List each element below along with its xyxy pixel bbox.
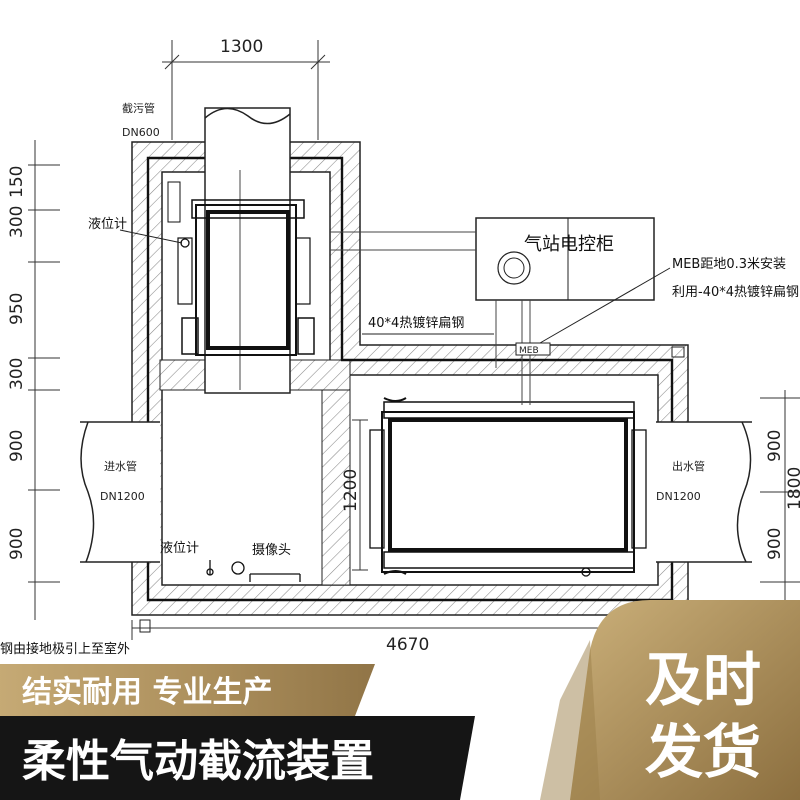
level-gauge-1-label: 液位计 — [88, 217, 127, 232]
dim-left-5: 900 — [7, 430, 27, 462]
banner-delivery-line-2: 发货 — [645, 718, 761, 786]
cabinet-label: 气站电控柜 — [524, 234, 614, 255]
inlet-pipe-size: DN1200 — [100, 490, 145, 503]
banner-tagline: 结实耐用 专业生产 — [22, 675, 272, 710]
camera-icon — [231, 561, 301, 582]
meb-note-2: 利用-40*4热镀锌扁钢 — [672, 284, 799, 300]
control-cabinet — [475, 217, 655, 301]
left-dimension-chain — [28, 140, 60, 620]
meb-note-1: MEB距地0.3米安装 — [672, 257, 786, 272]
inlet-pipe — [80, 421, 160, 563]
dim-center-label: 1200 — [341, 469, 361, 512]
dim-right-1: 900 — [765, 430, 785, 462]
top-dimension — [162, 40, 330, 140]
sewage-pipe-size: DN600 — [122, 126, 160, 139]
outlet-pipe — [656, 421, 752, 563]
dim-right-2: 1800 — [785, 467, 800, 510]
level-gauge-2 — [206, 560, 214, 576]
lower-gate-device — [369, 397, 647, 577]
dim-right-3: 900 — [765, 528, 785, 560]
dim-left-1: 300 — [7, 206, 27, 238]
inlet-pipe-label: 进水管 — [104, 459, 137, 473]
dim-left-2: 150 — [7, 166, 27, 198]
center-dimension — [352, 419, 368, 571]
dim-top-label: 1300 — [220, 37, 263, 57]
outlet-pipe-size: DN1200 — [656, 490, 701, 503]
dim-left-3: 950 — [7, 293, 27, 325]
bottom-left-note: 钢由接地极引上至室外 — [0, 641, 130, 657]
promo-banner — [0, 600, 800, 800]
meb-box-label: MEB — [519, 346, 539, 356]
right-dimension-chain — [760, 390, 800, 600]
banner-product-name: 柔性气动截流装置 — [22, 736, 374, 787]
banner-delivery-line-1: 及时 — [645, 646, 761, 714]
leader-level-gauge-1 — [119, 229, 183, 244]
level-gauge-2-label: 液位计 — [160, 541, 199, 556]
meb-box — [515, 342, 551, 356]
dim-left-4: 300 — [7, 358, 27, 390]
dim-bottom-label: 4670 — [386, 635, 429, 655]
steel-strip-note: 40*4热镀锌扁钢 — [368, 315, 464, 331]
sewage-pipe-label: 截污管 — [122, 101, 155, 115]
dim-left-6: 900 — [7, 528, 27, 560]
upper-gate-device — [167, 181, 315, 356]
sewage-pipe — [204, 107, 291, 394]
camera-label: 摄像头 — [252, 543, 291, 558]
outlet-pipe-label: 出水管 — [672, 459, 705, 473]
